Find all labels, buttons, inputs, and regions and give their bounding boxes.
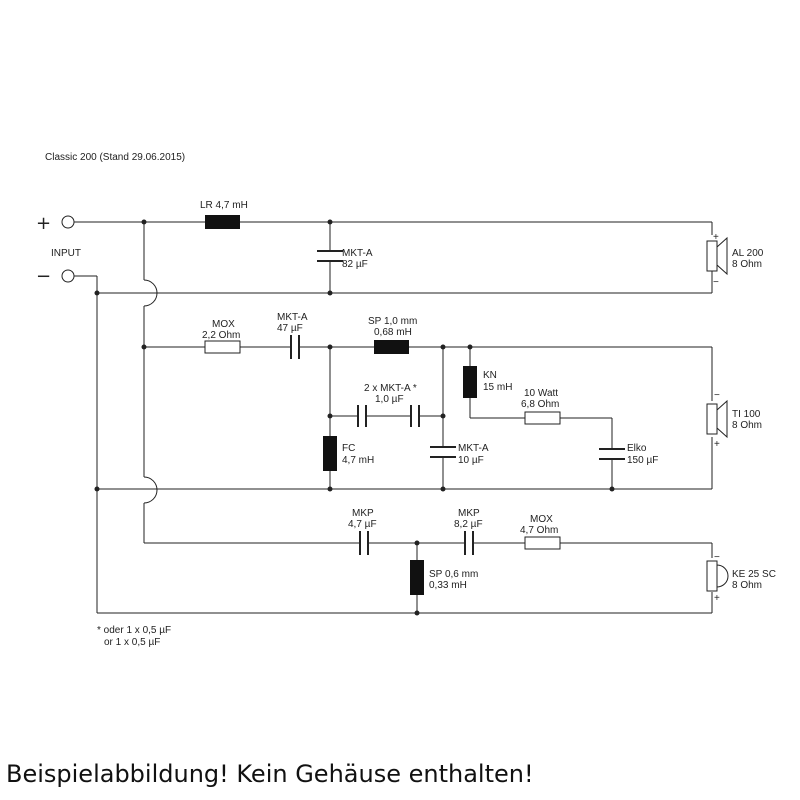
capacitor-mkp-4-7[interactable] — [359, 531, 369, 555]
junction-dot — [467, 344, 473, 350]
inductor-sp-1-0[interactable] — [374, 340, 409, 354]
input-minus-terminal[interactable] — [61, 269, 75, 283]
junction-dot — [94, 486, 100, 492]
elko-type: Elko — [627, 443, 647, 454]
junction-dot — [440, 486, 446, 492]
speaker-al200-impedance: 8 Ohm — [732, 259, 762, 270]
junction-dot — [141, 344, 147, 350]
capacitor-elko[interactable] — [599, 448, 625, 460]
schematic-title: Classic 200 (Stand 29.06.2015) — [45, 152, 185, 163]
speaker-ke25sc-name: KE 25 SC — [732, 569, 776, 580]
junction-dot — [414, 610, 420, 616]
inductor-kn-type: KN — [483, 370, 497, 381]
capacitor-82-value: 82 µF — [342, 259, 368, 270]
input-plus-sign: + — [36, 213, 51, 234]
resistor-mox-type: MOX — [212, 319, 235, 330]
resistor-10w-rating: 10 Watt — [524, 388, 558, 399]
disclaimer-text: Beispielabbildung! Kein Gehäuse enthalte… — [6, 760, 534, 788]
capacitor-pair-mkt-a[interactable] — [357, 405, 420, 427]
speaker-ti100-minus: − — [714, 390, 720, 401]
inductor-sp06-type: SP 0,6 mm — [429, 569, 478, 580]
input-label: INPUT — [51, 248, 81, 259]
inductor-sp-0-6[interactable] — [410, 560, 424, 595]
inductor-lr[interactable] — [205, 215, 240, 229]
junction-dot — [327, 290, 333, 296]
capacitor-mkp82-type: MKP — [458, 508, 480, 519]
wiring — [74, 221, 713, 614]
capacitor-10-value: 10 µF — [458, 455, 484, 466]
capacitor-mkp47-type: MKP — [352, 508, 374, 519]
capacitor-47-type: MKT-A — [277, 312, 308, 323]
input-plus-terminal[interactable] — [61, 215, 75, 229]
capacitor-10-type: MKT-A — [458, 443, 489, 454]
inductor-kn-value: 15 mH — [483, 382, 512, 393]
footnote-line2: or 1 x 0,5 µF — [104, 637, 160, 648]
speaker-ti100-icon[interactable] — [706, 399, 728, 439]
resistor-10w-value: 6,8 Ohm — [521, 399, 559, 410]
inductor-kn[interactable] — [463, 366, 477, 398]
speaker-ti100-impedance: 8 Ohm — [732, 420, 762, 431]
junction-dot — [327, 413, 333, 419]
input-minus-sign: − — [36, 266, 51, 287]
capacitor-mkt-a-82[interactable] — [317, 250, 343, 262]
capacitor-mkt-a-10[interactable] — [430, 446, 456, 458]
inductor-sp06-value: 0,33 mH — [429, 580, 467, 591]
speaker-ti100-name: TI 100 — [732, 409, 761, 420]
speaker-ke25sc-icon[interactable] — [706, 560, 729, 592]
inductor-sp10-type: SP 1,0 mm — [368, 316, 417, 327]
inductor-fc-value: 4,7 mH — [342, 455, 374, 466]
capacitor-47-value: 47 µF — [277, 323, 303, 334]
junction-dot — [327, 219, 333, 225]
resistor-mox47-value: 4,7 Ohm — [520, 525, 558, 536]
speaker-al200-name: AL 200 — [732, 248, 764, 259]
speaker-al200-icon[interactable] — [706, 236, 728, 276]
resistor-mox-value: 2,2 Ohm — [202, 330, 240, 341]
speaker-al200-plus: + — [713, 232, 719, 243]
capacitor-pair-value: 1,0 µF — [375, 394, 404, 405]
capacitor-mkp-8-2[interactable] — [464, 531, 474, 555]
capacitor-82-type: MKT-A — [342, 248, 373, 259]
inductor-fc[interactable] — [323, 436, 337, 471]
resistor-mox-4-7[interactable] — [524, 536, 561, 550]
capacitor-mkp82-value: 8,2 µF — [454, 519, 483, 530]
footnote-line1: * oder 1 x 0,5 µF — [97, 625, 171, 636]
inductor-lr-label: LR 4,7 mH — [200, 200, 248, 211]
inductor-sp10-value: 0,68 mH — [374, 327, 412, 338]
junction-dot — [414, 540, 420, 546]
speaker-al200-minus: − — [713, 277, 719, 288]
capacitor-pair-type: 2 x MKT-A * — [364, 383, 417, 394]
speaker-ti100-plus: + — [714, 439, 720, 450]
junction-dot — [327, 486, 333, 492]
resistor-10w[interactable] — [524, 411, 561, 425]
junction-dot — [609, 486, 615, 492]
inductor-fc-type: FC — [342, 443, 355, 454]
speaker-ke25sc-plus: + — [714, 593, 720, 604]
speaker-ke25sc-minus: − — [714, 552, 720, 563]
elko-value: 150 µF — [627, 455, 658, 466]
capacitor-mkt-a-47[interactable] — [290, 335, 300, 359]
junction-dot — [440, 413, 446, 419]
junction-dot — [141, 219, 147, 225]
junction-dot — [94, 290, 100, 296]
resistor-mox-2-2[interactable] — [204, 340, 241, 354]
junctions — [94, 219, 615, 616]
junction-dot — [327, 344, 333, 350]
resistor-mox47-type: MOX — [530, 514, 553, 525]
capacitor-mkp47-value: 4,7 µF — [348, 519, 377, 530]
junction-dot — [440, 344, 446, 350]
speaker-ke25sc-impedance: 8 Ohm — [732, 580, 762, 591]
